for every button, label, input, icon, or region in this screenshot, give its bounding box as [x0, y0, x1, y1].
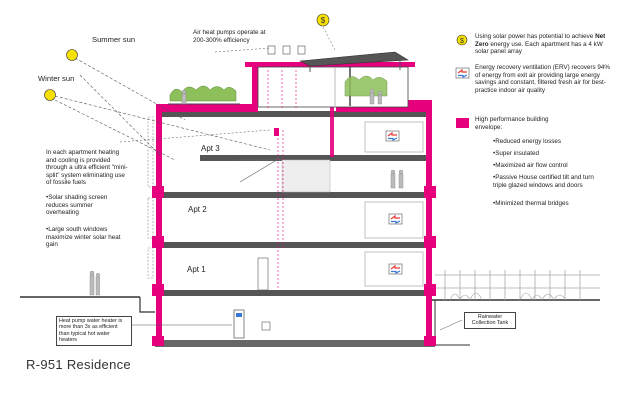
air-heat-pumps [267, 45, 306, 55]
mini-split-lines [267, 70, 297, 290]
garden-fence [435, 270, 600, 300]
people-figures [89, 88, 404, 296]
legend-erv-icon [455, 67, 470, 79]
apt2-label: Apt 2 [188, 205, 207, 214]
basement-unit [261, 321, 271, 331]
envelope-item-4: •Passive House certified tilt and turn t… [493, 174, 594, 189]
solar-dollar-icon [316, 13, 330, 27]
roof-slab-apt3 [160, 111, 432, 117]
garden-bushes [449, 292, 567, 301]
envelope-item-5: •Minimized thermal bridges [493, 200, 569, 207]
apt3-label: Apt 3 [201, 144, 220, 153]
erv-unit-apt1 [388, 263, 403, 275]
envelope-legend-title: High performance building envelope: [475, 116, 549, 131]
legend-solar-glyph: $ [460, 38, 464, 45]
floor-slab-1 [160, 290, 432, 296]
solar-panels [298, 51, 409, 72]
fridge-apt1 [257, 257, 269, 291]
apt1-label: Apt 1 [187, 265, 206, 274]
roof-greenery [169, 75, 388, 102]
water-heater-indicator [236, 313, 242, 317]
winter-sun-label: Winter sun [38, 74, 75, 83]
sun-rays [54, 57, 271, 161]
summer-sun-icon [66, 49, 78, 61]
balcony-screens [147, 116, 154, 279]
erv-unit-apt3 [385, 130, 400, 142]
south-windows-note: •Large south windows maximize winter sol… [46, 226, 121, 249]
solar-dollar-glyph: $ [321, 16, 326, 25]
legend-envelope-swatch [456, 118, 469, 128]
envelope-item-2: •Super insulated [493, 150, 539, 157]
envelope-edges [152, 186, 436, 346]
envelope-item-1: •Reduced energy losses [493, 138, 562, 145]
erv-legend-text: Energy recovery ventilation (ERV) recove… [475, 64, 610, 94]
balcony-slab-apt3 [200, 155, 432, 161]
erv-unit-apt2 [388, 213, 403, 225]
solar-shading-note: •Solar shading screen reduces summer ove… [46, 194, 108, 217]
floor-slab-3 [160, 192, 432, 198]
winter-sun-icon [44, 89, 56, 101]
floor-slab-2 [160, 242, 432, 248]
rainwater-tank-callout: Rainwater Collection Tank [464, 312, 516, 329]
water-heater-callout: Heat pump water heater is more than 3x a… [56, 316, 132, 346]
stair-core [281, 159, 331, 193]
summer-sun-label: Summer sun [92, 35, 136, 44]
envelope-item-3: •Maximized air flow control [493, 162, 568, 169]
legend-solar-icon [456, 34, 468, 46]
south-windows [364, 121, 424, 287]
hot-water-heater [233, 309, 245, 339]
foundation-slab [155, 340, 435, 347]
basement-wall-left [139, 297, 160, 313]
basement-space [155, 296, 430, 346]
solar-legend-text: Using solar power has potential to achie… [475, 33, 606, 56]
mini-split-unit [274, 128, 279, 136]
mini-split-note: In each apartment heating and cooling is… [46, 149, 128, 187]
drawing-title: R-951 Residence [26, 357, 131, 372]
air-heat-pump-note: Air heat pumps operate at 200-300% effic… [193, 29, 266, 44]
